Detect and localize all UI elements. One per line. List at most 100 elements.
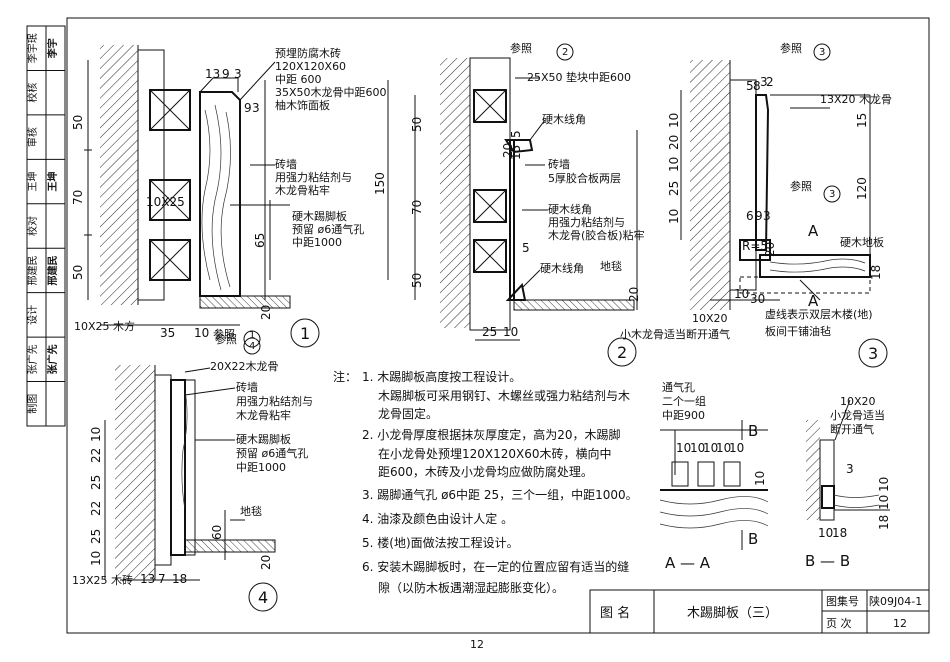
dim-label: 10 bbox=[734, 287, 749, 301]
dim-label: 50 bbox=[71, 265, 85, 280]
wood-block-mid bbox=[149, 179, 191, 221]
dim-label: 120 bbox=[855, 177, 869, 200]
wood-block-mid bbox=[473, 189, 507, 223]
dim-label: 10 bbox=[729, 441, 744, 455]
dim-label: 15 bbox=[855, 113, 869, 128]
dim-label: 9 bbox=[244, 101, 252, 115]
dim-label: 3 bbox=[760, 75, 768, 89]
strip-signature: 张广先 bbox=[46, 344, 59, 374]
dim-label: 3 bbox=[846, 462, 854, 476]
ref-label: 参照 bbox=[510, 41, 532, 55]
dim-label: 20 bbox=[667, 135, 681, 150]
dim-label: 18 bbox=[832, 526, 847, 540]
ref-mark: 3 bbox=[829, 189, 835, 200]
label: 断开通气 bbox=[830, 422, 874, 436]
label: 35X50木龙骨中距600 bbox=[275, 86, 387, 99]
dim-label: 50 bbox=[71, 115, 85, 130]
dim-label: 3 bbox=[234, 67, 242, 81]
dim-label: 10 bbox=[716, 441, 731, 455]
dim-label: 25 bbox=[667, 181, 681, 196]
label: 预留 ø6通气孔 bbox=[292, 222, 364, 236]
bottom-label: 13X25 木砖 bbox=[72, 573, 133, 587]
dim-label: 50 bbox=[410, 273, 424, 288]
dim-label: 8 bbox=[753, 79, 761, 93]
detail-mark-text: 2 bbox=[617, 343, 627, 362]
sheet-frame bbox=[66, 17, 930, 634]
label: 地毯 bbox=[600, 259, 622, 273]
dim-label: 7 bbox=[158, 572, 166, 586]
dim-label: 3 bbox=[252, 101, 260, 115]
ref-mark: 1 bbox=[249, 330, 255, 341]
note-line: 3. 踢脚通气孔 ø6中距 25，三个一组，中距1000。 bbox=[362, 487, 638, 502]
dim-label: 22 bbox=[89, 501, 103, 516]
dim-label: 10 bbox=[877, 477, 891, 492]
note-line: 距600，木砖及小龙骨均应做防腐处理。 bbox=[378, 464, 593, 479]
dim-label: 30 bbox=[750, 292, 765, 306]
label: 木龙骨粘牢 bbox=[236, 408, 291, 422]
baseboard-1 bbox=[199, 91, 241, 297]
label: 小龙骨适当 bbox=[830, 408, 885, 422]
label: 用强力粘结剂与 bbox=[548, 215, 625, 229]
dim-label: 150 bbox=[373, 172, 387, 195]
label: 5厚胶合板两层 bbox=[548, 171, 621, 185]
approval-strip: 李宇珉李宇校核审核王坤王坤校对邢建民邢建民设计张广先张广先制图 bbox=[26, 25, 66, 427]
dim-label: 18 bbox=[877, 515, 891, 530]
ref-label: 参照 bbox=[780, 41, 802, 55]
bottom-label: 10X25 木方 bbox=[74, 319, 135, 333]
dim-label: 50 bbox=[410, 117, 424, 132]
dim-label: R=5 bbox=[742, 239, 768, 253]
dim-label: 3 bbox=[763, 209, 771, 223]
dim-label: 9 bbox=[755, 209, 763, 223]
strip-role: 校对 bbox=[26, 216, 39, 236]
atlas-number: 陕09J04-1 bbox=[869, 594, 922, 608]
label: 硬木地板 bbox=[840, 235, 884, 249]
section-mark: A bbox=[808, 222, 819, 240]
brick-wall bbox=[100, 45, 138, 305]
dim-label: 10 bbox=[667, 209, 681, 224]
dim-label: 70 bbox=[71, 190, 85, 205]
dim-label: 25 bbox=[482, 325, 497, 339]
detail-mark-text: 3 bbox=[868, 344, 878, 363]
dim-label: 10 bbox=[753, 471, 767, 486]
atlas-label: 图集号 bbox=[826, 594, 859, 608]
label: 二个一组 bbox=[662, 394, 706, 408]
label: 砖墙 bbox=[548, 157, 570, 171]
dim-label: 10 bbox=[89, 551, 103, 566]
dim-label: 10 bbox=[676, 441, 691, 455]
section-a-a: 通气孔 二个一组 中距900 10 10 10 10 10 10 B B A —… bbox=[659, 380, 769, 572]
note-line: 隙（以防木板遇潮湿起膨胀变化）。 bbox=[378, 580, 564, 595]
detail-mark-3 bbox=[858, 338, 888, 368]
dim-label: 65 bbox=[253, 233, 267, 248]
label: 10X20 bbox=[840, 395, 876, 408]
dim-label: 9 bbox=[222, 67, 230, 81]
wood-block-top bbox=[473, 89, 507, 123]
strip-role: 设计 bbox=[26, 305, 39, 325]
dim-label: 10 bbox=[690, 441, 705, 455]
dim-label: 10X25 bbox=[146, 195, 185, 209]
note-line: 木踢脚板可采用钢钉、木螺丝或强力粘结剂与木 bbox=[378, 388, 630, 403]
dim-label: 10 bbox=[503, 325, 518, 339]
dim-label: 15 bbox=[509, 145, 523, 160]
detail-mark-4 bbox=[248, 582, 278, 612]
detail-mark-2 bbox=[607, 337, 637, 367]
label: 用强力粘结剂与 bbox=[236, 394, 313, 408]
dim-label: 10 bbox=[667, 157, 681, 172]
strip-signature: 王坤 bbox=[46, 172, 59, 192]
label: 木龙骨(胶合板)粘牢 bbox=[548, 228, 645, 242]
note-line: 4. 油漆及颜色由设计人定 。 bbox=[362, 511, 513, 526]
section-title: A — A bbox=[665, 554, 711, 572]
wood-block-top bbox=[149, 89, 191, 131]
label: 硬木踢脚板 bbox=[236, 432, 291, 446]
strip-signature: 李宇 bbox=[46, 38, 59, 59]
ref-label: 参照 bbox=[790, 179, 812, 193]
dim-label: 20 bbox=[501, 143, 515, 158]
dim-label: 20 bbox=[627, 287, 641, 302]
label: 硬木线角 bbox=[548, 202, 592, 216]
notes-prefix: 注： bbox=[333, 369, 357, 384]
detail-1: 预埋防腐木砖 120X120X60 中距 600 35X50木龙骨中距600 柚… bbox=[71, 45, 389, 348]
section-b-b: 10X20 小龙骨适当 断开通气 3 10 10 18 10 18 B — B bbox=[805, 395, 891, 570]
note-line: 在小龙骨处预埋120X120X60木砖，横向中 bbox=[378, 446, 612, 461]
label: 硬木线角 bbox=[540, 261, 584, 275]
strip-role: 制图 bbox=[26, 394, 39, 414]
dim-label: 35 bbox=[160, 326, 175, 340]
